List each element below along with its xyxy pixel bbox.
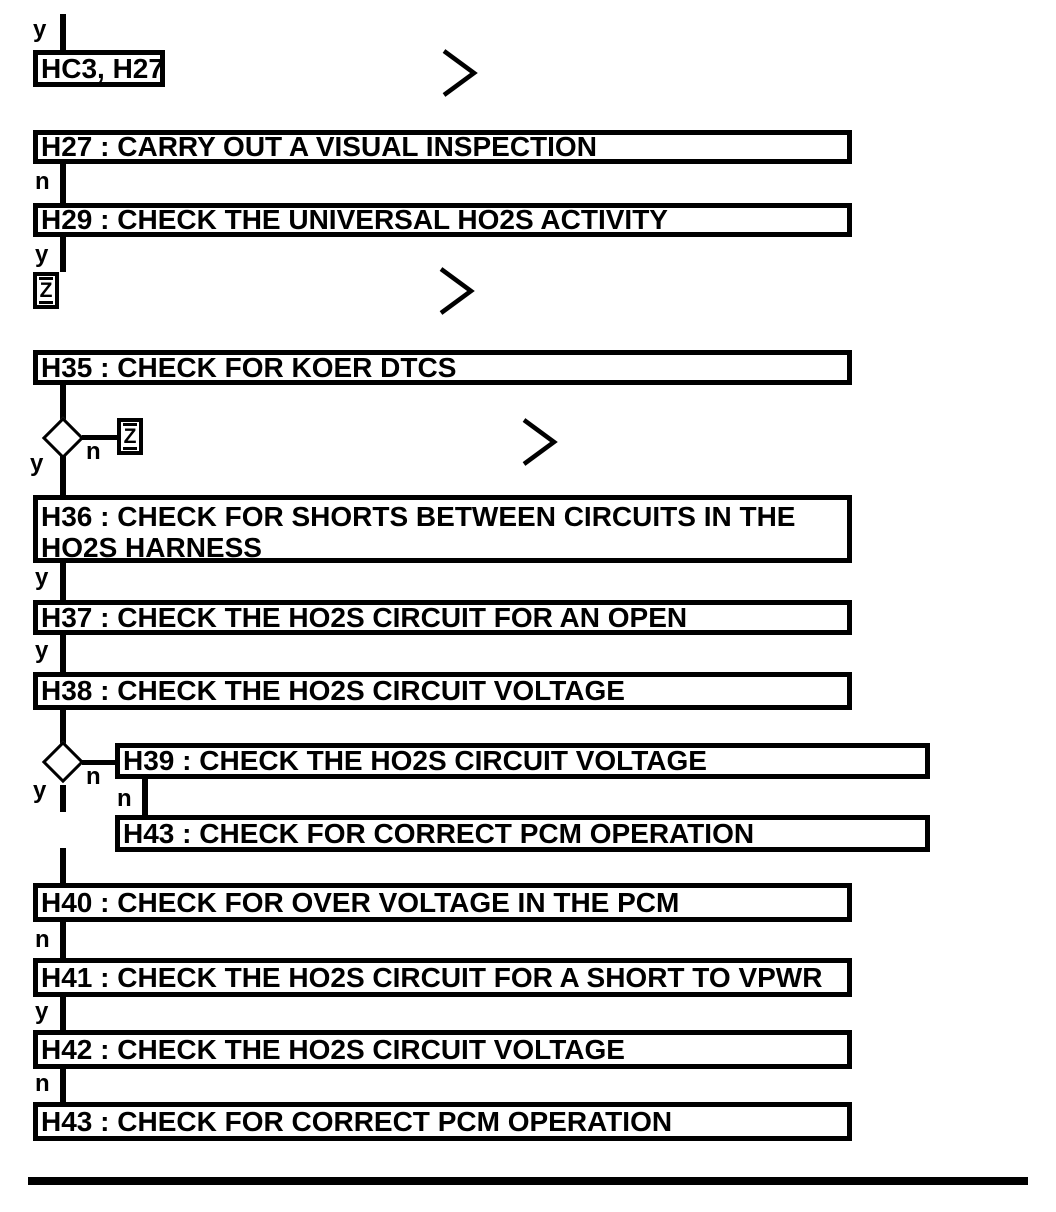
continuation-arrow-icon: [522, 418, 558, 466]
connector-line: [60, 456, 66, 495]
node-h43-branch: H43 : CHECK FOR CORRECT PCM OPERATION: [115, 815, 930, 852]
node-h35: H35 : CHECK FOR KOER DTCS: [33, 350, 852, 385]
connector-line: [60, 164, 66, 203]
connector-line: [60, 997, 66, 1030]
connector-line: [142, 779, 148, 815]
connector-line: [60, 14, 66, 50]
connector-line: [60, 785, 66, 812]
node-h43-end: H43 : CHECK FOR CORRECT PCM OPERATION: [33, 1102, 852, 1141]
node-h39: H39 : CHECK THE HO2S CIRCUIT VOLTAGE: [115, 743, 930, 779]
offpage-connector-box: Z: [117, 418, 143, 455]
connector-line: [60, 1069, 66, 1102]
connector-line: [60, 385, 66, 420]
decision-diamond: [41, 740, 85, 784]
separator-rule: [28, 1177, 1028, 1185]
offpage-connector-label: Z: [38, 277, 54, 304]
connector-line: [60, 710, 66, 745]
branch-label-yes: y: [35, 998, 49, 1025]
branch-label-no: n: [86, 438, 101, 465]
branch-label-no: n: [35, 168, 50, 195]
branch-label-no: n: [86, 763, 101, 790]
branch-label-yes: y: [30, 450, 44, 477]
continuation-arrow-icon: [439, 267, 475, 315]
offpage-connector-label: Z: [122, 423, 138, 450]
continuation-arrow-icon: [442, 49, 478, 97]
offpage-connector-box: Z: [33, 272, 59, 309]
connector-line: [60, 635, 66, 672]
node-h40: H40 : CHECK FOR OVER VOLTAGE IN THE PCM: [33, 883, 852, 922]
node-h42: H42 : CHECK THE HO2S CIRCUIT VOLTAGE: [33, 1030, 852, 1069]
branch-label-yes: y: [35, 564, 49, 591]
connector-line: [60, 922, 66, 958]
branch-label-yes: y: [35, 637, 49, 664]
branch-label-yes: y: [33, 16, 47, 43]
connector-line: [82, 435, 120, 440]
connector-line: [60, 848, 66, 883]
node-h36: H36 : CHECK FOR SHORTS BETWEEN CIRCUITS …: [33, 495, 852, 563]
node-h37: H37 : CHECK THE HO2S CIRCUIT FOR AN OPEN: [33, 600, 852, 635]
branch-label-yes: y: [33, 777, 47, 804]
branch-label-no: n: [117, 785, 132, 812]
node-h41: H41 : CHECK THE HO2S CIRCUIT FOR A SHORT…: [33, 958, 852, 997]
connector-line: [60, 237, 66, 272]
node-h27: H27 : CARRY OUT A VISUAL INSPECTION: [33, 130, 852, 164]
decision-diamond: [41, 416, 85, 460]
node-entry-hc3-h27: HC3, H27: [33, 50, 165, 87]
branch-label-no: n: [35, 1070, 50, 1097]
branch-label-yes: y: [35, 241, 49, 268]
connector-line: [82, 760, 117, 765]
connector-line: [60, 563, 66, 600]
node-h29: H29 : CHECK THE UNIVERSAL HO2S ACTIVITY: [33, 203, 852, 237]
branch-label-no: n: [35, 926, 50, 953]
node-h38: H38 : CHECK THE HO2S CIRCUIT VOLTAGE: [33, 672, 852, 710]
